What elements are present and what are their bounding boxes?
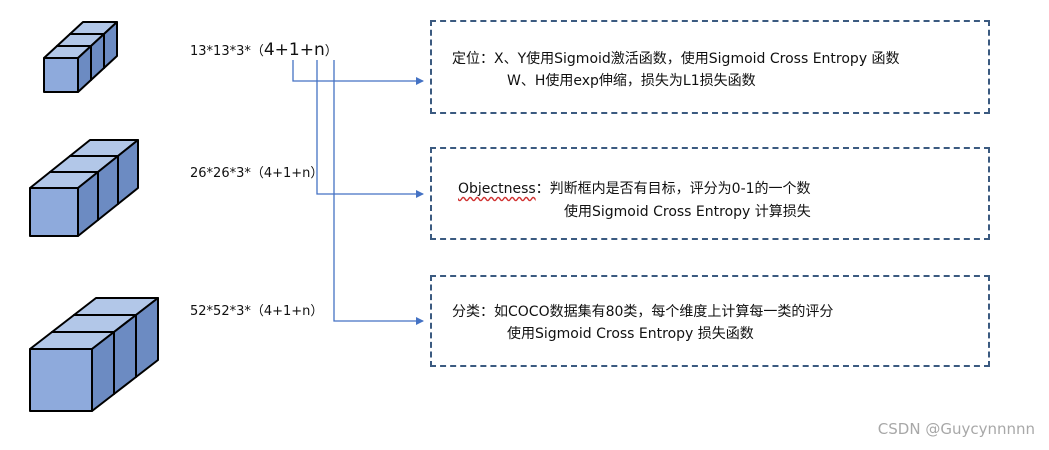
scale-label-26: 26*26*3*（4+1+n） (190, 166, 324, 181)
classification-line-1: 分类：如COCO数据集有80类，每个维度上计算每一类的评分 (452, 304, 834, 320)
objectness-box: Objectness：判断框内是否有目标，评分为0-1的一个数 使用Sigmoi… (430, 147, 990, 240)
cube (43, 45, 92, 93)
cube-front-face (29, 348, 93, 412)
objectness-keyword: Objectness (458, 181, 536, 197)
localization-line-1: 定位：X、Y使用Sigmoid激活函数，使用Sigmoid Cross Entr… (452, 51, 900, 67)
objectness-line-2: 使用Sigmoid Cross Entropy 计算损失 (564, 204, 811, 220)
connector-localization (292, 60, 424, 85)
scale-label-52: 52*52*3*（4+1+n） (190, 304, 324, 319)
cube-stack-52 (29, 297, 159, 412)
cube (29, 171, 99, 237)
objectness-line-1: Objectness：判断框内是否有目标，评分为0-1的一个数 (458, 181, 811, 197)
cube-stack-26 (29, 139, 139, 237)
connector-objectness (316, 60, 424, 198)
localization-line-2: W、H使用exp伸缩，损失为L1损失函数 (507, 73, 756, 89)
cube-front-face (29, 187, 79, 237)
connector-classification (333, 60, 424, 325)
cube-front-face (43, 57, 79, 93)
localization-box: 定位：X、Y使用Sigmoid激活函数，使用Sigmoid Cross Entr… (430, 20, 990, 114)
classification-line-2: 使用Sigmoid Cross Entropy 损失函数 (507, 326, 754, 342)
cube-stack-13 (43, 21, 118, 93)
classification-box: 分类：如COCO数据集有80类，每个维度上计算每一类的评分 使用Sigmoid … (430, 275, 990, 367)
scale-label-13: 13*13*3*（4+1+n） (190, 40, 338, 60)
cube (29, 331, 115, 412)
watermark: CSDN @Guycynnnnn (877, 420, 1035, 438)
